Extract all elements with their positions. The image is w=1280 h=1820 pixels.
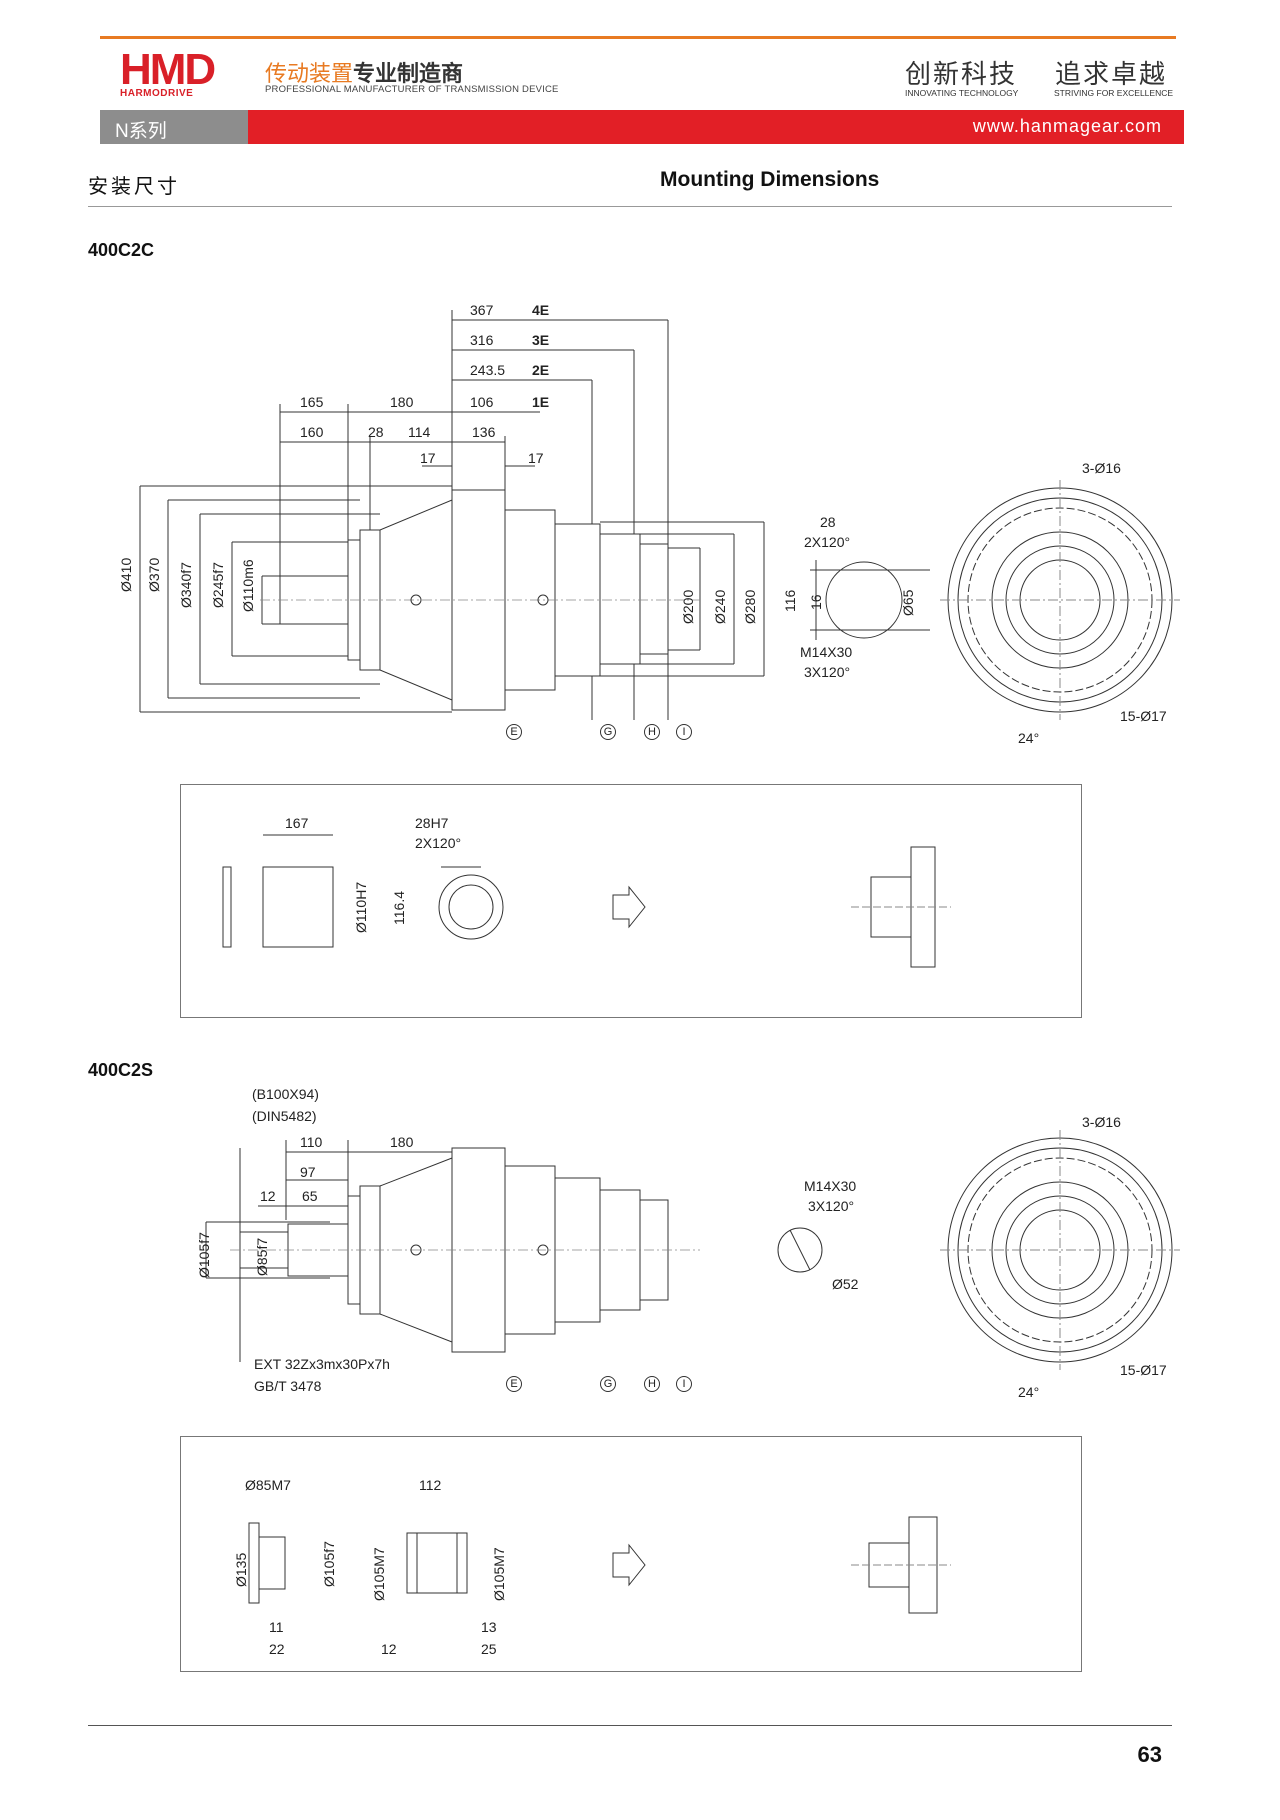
acc-b-sleeve-d2: Ø105M7 xyxy=(491,1547,507,1601)
diam-b-105f7: Ø105f7 xyxy=(196,1232,212,1278)
footer-line xyxy=(88,1725,1172,1726)
acc-b-l2: 22 xyxy=(269,1641,285,1657)
dim-b-65: 65 xyxy=(302,1188,318,1204)
flange-b-angle: 24° xyxy=(1018,1384,1040,1400)
marker-e: E xyxy=(506,724,522,740)
marker-b-i: I xyxy=(676,1376,692,1392)
dim-1e-stage: 1E xyxy=(532,394,550,410)
flange-holes-top: 3-Ø16 xyxy=(1082,460,1121,476)
dim-4e-stage: 4E xyxy=(532,302,550,318)
dim-b-12: 12 xyxy=(260,1188,276,1204)
section-divider xyxy=(88,206,1172,207)
brand-logo: HMD HARMODRIVE xyxy=(120,48,232,100)
spline-note-a: EXT 32Zx3mx30Px7h xyxy=(254,1356,390,1372)
acc-b-sleeve-len: 112 xyxy=(419,1477,442,1493)
dim-b-110: 110 xyxy=(300,1134,323,1150)
model-a-labels: 367 4E 316 3E 243.5 2E 106 1E 165 180 16… xyxy=(118,302,1167,746)
model-b-accessory-box: Ø85M7 Ø135 Ø105f7 11 22 112 Ø105M7 Ø105M… xyxy=(180,1436,1082,1672)
dim-17-left: 17 xyxy=(420,450,436,466)
acc-b-d1: Ø135 xyxy=(233,1552,249,1587)
acc-length: 167 xyxy=(285,815,309,831)
dim-180: 180 xyxy=(390,394,414,410)
slogan-en-2: STRIVING FOR EXCELLENCE xyxy=(1054,88,1174,98)
spline-b: (DIN5482) xyxy=(252,1108,317,1124)
slogan-en-1: INNOVATING TECHNOLOGY xyxy=(905,88,1019,98)
model-b-accessory-drawing xyxy=(248,1516,951,1614)
marker-i: I xyxy=(676,724,692,740)
model-a-drawing xyxy=(139,310,1180,720)
acc-b-sleeve-d1: Ø105M7 xyxy=(371,1547,387,1601)
marker-b-e: E xyxy=(506,1376,522,1392)
end-top-a: 28 xyxy=(820,514,836,530)
acc-b-l4: 13 xyxy=(481,1619,497,1635)
acc-b-l5: 25 xyxy=(481,1641,497,1657)
dim-1e-value: 106 xyxy=(470,394,494,410)
dim-160: 160 xyxy=(300,424,324,440)
section-title-cn: 安装尺寸 xyxy=(88,176,180,198)
marker-h: H xyxy=(644,724,660,740)
company-name-cn-a: 传动装置 xyxy=(265,61,354,86)
slogan-cn-1: 创新科技 xyxy=(905,60,1018,90)
model-b-title: 400C2S xyxy=(88,1060,154,1080)
end-b-thread-pos: 3X120° xyxy=(808,1198,855,1214)
marker-g: G xyxy=(600,724,616,740)
marker-b-h: H xyxy=(644,1376,660,1392)
spline-a: (B100X94) xyxy=(252,1086,319,1102)
dim-17-right: 17 xyxy=(528,450,544,466)
end-thread-pos: 3X120° xyxy=(804,664,851,680)
model-a-accessory-drawing xyxy=(222,834,951,968)
website-banner xyxy=(248,110,1184,144)
header-top-line xyxy=(100,36,1176,39)
dim-114: 114 xyxy=(408,424,431,440)
flange-b-holes-bottom: 15-Ø17 xyxy=(1120,1362,1167,1378)
model-b-flange-view xyxy=(940,1130,1180,1370)
acc-b-l3: 12 xyxy=(381,1641,397,1657)
acc-b-d2: Ø105f7 xyxy=(321,1541,337,1587)
company-name-cn: 传动装置专业制造商 xyxy=(265,56,463,88)
dim-165: 165 xyxy=(300,394,324,410)
end-b-d: Ø52 xyxy=(832,1276,859,1292)
dim-4e-value: 367 xyxy=(470,302,494,318)
flange-angle: 24° xyxy=(1018,730,1040,746)
dim-b-97: 97 xyxy=(300,1164,316,1180)
dim-136: 136 xyxy=(472,424,496,440)
slogan-cn-2: 追求卓越 xyxy=(1055,60,1168,90)
page-number: 63 xyxy=(1137,1742,1162,1767)
logo-subtext: HARMODRIVE xyxy=(120,88,194,99)
model-a-accessory-box: 167 Ø110H7 28H7 2X120° 116.4 xyxy=(180,784,1082,1018)
dim-2e-value: 243.5 xyxy=(470,362,506,378)
dim-28: 28 xyxy=(368,424,384,440)
model-a-title: 400C2C xyxy=(88,240,155,260)
end-b-thread: M14X30 xyxy=(804,1178,857,1194)
end-thread: M14X30 xyxy=(800,644,853,660)
logo-text: HMD xyxy=(120,45,216,94)
end-top-b: 2X120° xyxy=(804,534,851,550)
company-name-en: PROFESSIONAL MANUFACTURER OF TRANSMISSIO… xyxy=(265,84,559,95)
diam-b-85f7: Ø85f7 xyxy=(254,1237,270,1276)
dim-2e-stage: 2E xyxy=(532,362,550,378)
series-banner xyxy=(100,110,248,144)
dim-3e-stage: 3E xyxy=(532,332,550,348)
flange-holes-bottom: 15-Ø17 xyxy=(1120,708,1167,724)
section-title-en: Mounting Dimensions xyxy=(660,168,880,191)
spline-note-b: GB/T 3478 xyxy=(254,1378,322,1394)
series-label: N系列 xyxy=(115,121,167,142)
marker-b-g: G xyxy=(600,1376,616,1392)
website-link[interactable]: www.hanmagear.com xyxy=(972,116,1162,136)
flange-b-holes-top: 3-Ø16 xyxy=(1082,1114,1121,1130)
acc-key: 28H7 xyxy=(415,815,449,831)
acc-b-l1: 11 xyxy=(269,1619,284,1635)
acc-key-pos: 2X120° xyxy=(415,835,462,851)
dim-b-180: 180 xyxy=(390,1134,414,1150)
model-a-flange-view xyxy=(940,480,1180,720)
acc-b-bore: Ø85M7 xyxy=(245,1477,291,1493)
dim-3e-value: 316 xyxy=(470,332,494,348)
company-name-cn-b: 专业制造商 xyxy=(353,61,464,86)
